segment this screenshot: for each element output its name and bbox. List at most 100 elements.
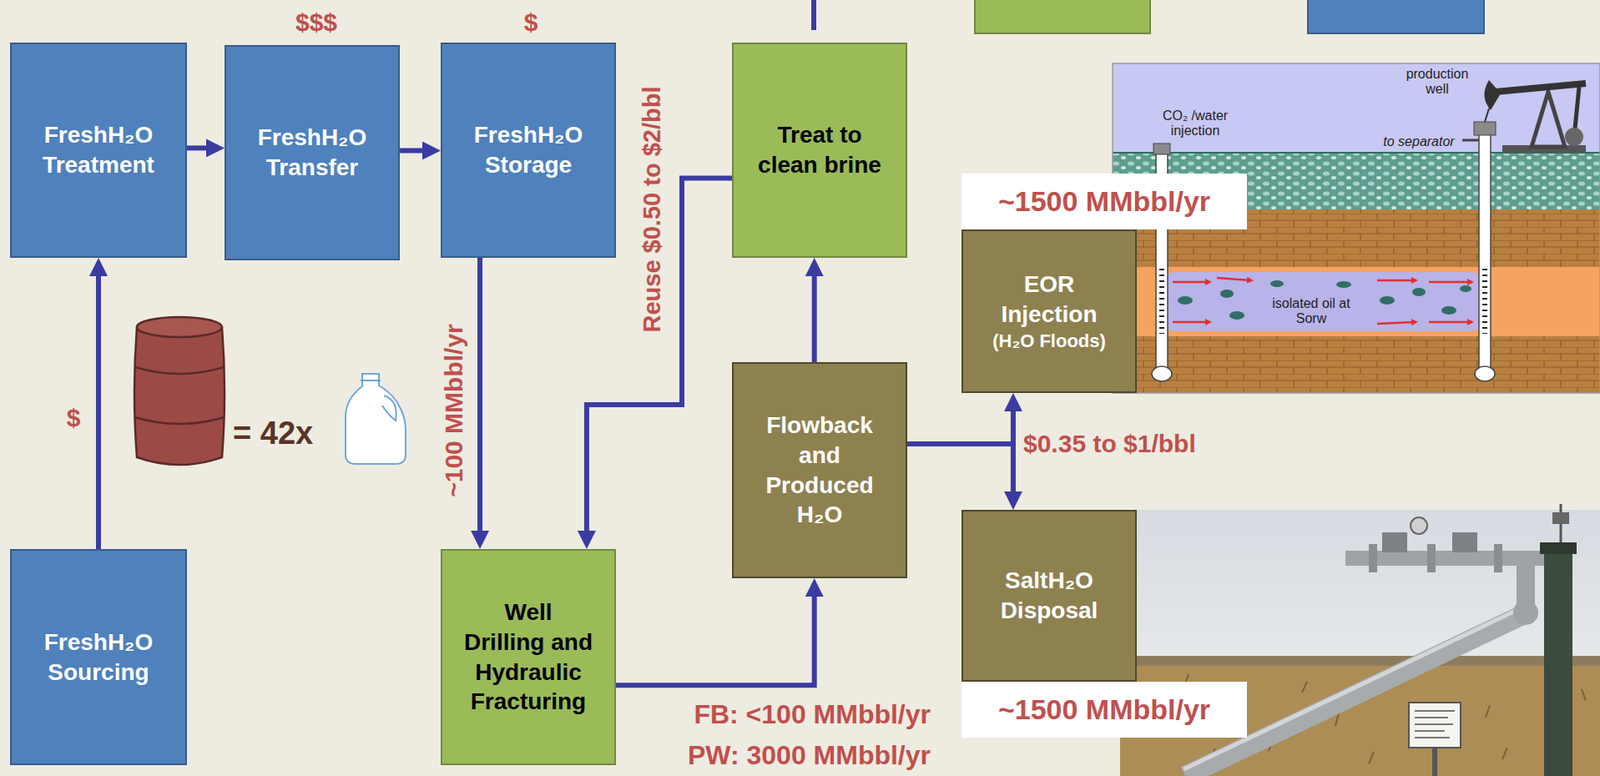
volume-label: ~100 MMbbl/yr — [439, 323, 470, 498]
flow-connector — [186, 145, 213, 151]
box-label: EOR Injection — [976, 269, 1122, 330]
pumpjack-horsehead — [1483, 80, 1501, 111]
flow-connector — [907, 404, 1014, 445]
pipe-manifold — [1345, 550, 1563, 566]
oil-blob — [1229, 311, 1245, 320]
flow-connector — [615, 590, 815, 686]
flow-arrow — [1428, 321, 1471, 324]
cropped-connector — [811, 0, 817, 31]
flow-connector — [399, 147, 430, 153]
photo-horizon — [1120, 656, 1600, 668]
injection-wellhead — [1153, 143, 1171, 155]
box-label: FreshH₂O Storage — [455, 120, 601, 181]
reservoir-layer — [1112, 267, 1600, 337]
flow-arrow — [1377, 322, 1415, 324]
photo-sky — [1120, 509, 1600, 776]
process-box: ~1500 MMbbl/yrEOR Injection(H₂O Floods) — [961, 229, 1137, 394]
wellhead-cap — [1539, 542, 1577, 555]
separator-pipe — [1462, 139, 1479, 142]
pumpjack-beam — [1495, 83, 1586, 92]
cost-label: $ — [66, 403, 81, 434]
pipe-highlight — [1183, 610, 1518, 770]
sign-lines — [1414, 711, 1455, 738]
volume-label: FB: <100 MMbbl/yr — [693, 699, 931, 731]
perforations — [1159, 268, 1165, 334]
process-box: FreshH₂O Transfer — [224, 45, 400, 261]
volume-label: PW: 3000 MMbbl/yr — [687, 740, 931, 772]
rock-layer — [1112, 336, 1600, 394]
sky-band — [1112, 63, 1600, 153]
rock-layer — [1112, 209, 1600, 268]
cropped-box — [974, 0, 1151, 34]
process-box: FreshH₂O Treatment — [10, 42, 187, 258]
well-bottom — [1151, 366, 1172, 382]
flow-connector — [477, 257, 483, 538]
flow-arrows — [1172, 277, 1471, 324]
oil-blobs — [1177, 280, 1472, 320]
process-box: FreshH₂O Sourcing — [10, 549, 187, 766]
conversion-label: = 42x — [232, 415, 313, 453]
pumpjack-counterweight — [1564, 127, 1584, 147]
cost-label: $0.35 to $1/bbl — [1023, 429, 1197, 460]
oil-blob — [1412, 287, 1426, 297]
box-label: Well Drilling and Hydraulic Fracturing — [464, 597, 593, 717]
volume-callout: ~1500 MMbbl/yr — [961, 681, 1247, 738]
box-label: FreshH₂O Treatment — [25, 120, 172, 181]
jug-icon — [345, 373, 406, 465]
pipe-flange — [1494, 544, 1503, 573]
oil-blob — [1220, 289, 1234, 298]
water-flood-zone — [1160, 272, 1485, 332]
pumpjack-bridle — [1484, 108, 1489, 122]
box-label: Flowback and Produced H₂O — [747, 410, 893, 530]
oil-blob — [1379, 296, 1395, 305]
flow-connector — [95, 269, 101, 550]
flow-connector — [812, 269, 818, 363]
well-bottom — [1474, 366, 1495, 382]
process-box: Treat to clean brine — [731, 42, 908, 258]
illustration-label: to separator — [1382, 134, 1454, 150]
sensor-box — [1552, 512, 1570, 525]
box-label: SaltH₂O Disposal — [976, 565, 1122, 626]
box-label: FreshH₂O Sourcing — [25, 627, 172, 688]
flow-arrow — [1216, 277, 1251, 281]
illustration-label: CO₂ /water injection — [1153, 108, 1237, 140]
process-box: Flowback and Produced H₂O — [731, 362, 908, 579]
gravel-layer — [1112, 152, 1600, 210]
illustration-label: isolated oil at Sorw — [1259, 296, 1364, 328]
flow-arrow — [1172, 321, 1209, 324]
process-box: Well Drilling and Hydraulic Fracturing — [440, 549, 616, 766]
flow-arrow — [1377, 279, 1415, 283]
oil-blob — [1177, 296, 1193, 305]
production-well — [1478, 133, 1491, 374]
pumpjack-post — [1531, 91, 1565, 147]
illustration-border — [1112, 63, 1600, 394]
flow-arrow — [1172, 281, 1209, 284]
barrel-hoop — [134, 367, 225, 424]
pipe-riser — [1516, 557, 1535, 615]
flow-arrow — [1428, 281, 1471, 284]
injection-well — [1155, 152, 1168, 374]
cost-label: $$$ — [295, 8, 338, 38]
barrel-top — [136, 317, 223, 338]
gravel-texture — [1112, 152, 1600, 210]
cost-label: Reuse $0.50 to $2/bbl — [638, 86, 667, 334]
oil-blob — [1459, 285, 1472, 293]
box-label: Treat to clean brine — [747, 120, 893, 181]
valve-body — [1382, 532, 1408, 553]
cost-label: $ — [524, 8, 539, 38]
connectors — [98, 147, 1014, 686]
jug-detail — [360, 380, 397, 421]
sign-post — [1432, 747, 1438, 776]
disposal-pipe — [1185, 615, 1521, 776]
wellhead-post — [1544, 550, 1573, 776]
pressure-gauge — [1410, 517, 1428, 535]
illustration-label: production well — [1398, 66, 1476, 98]
pipe-flange — [1368, 544, 1378, 573]
oil-blob — [1441, 306, 1457, 315]
oil-blob — [1336, 281, 1352, 288]
